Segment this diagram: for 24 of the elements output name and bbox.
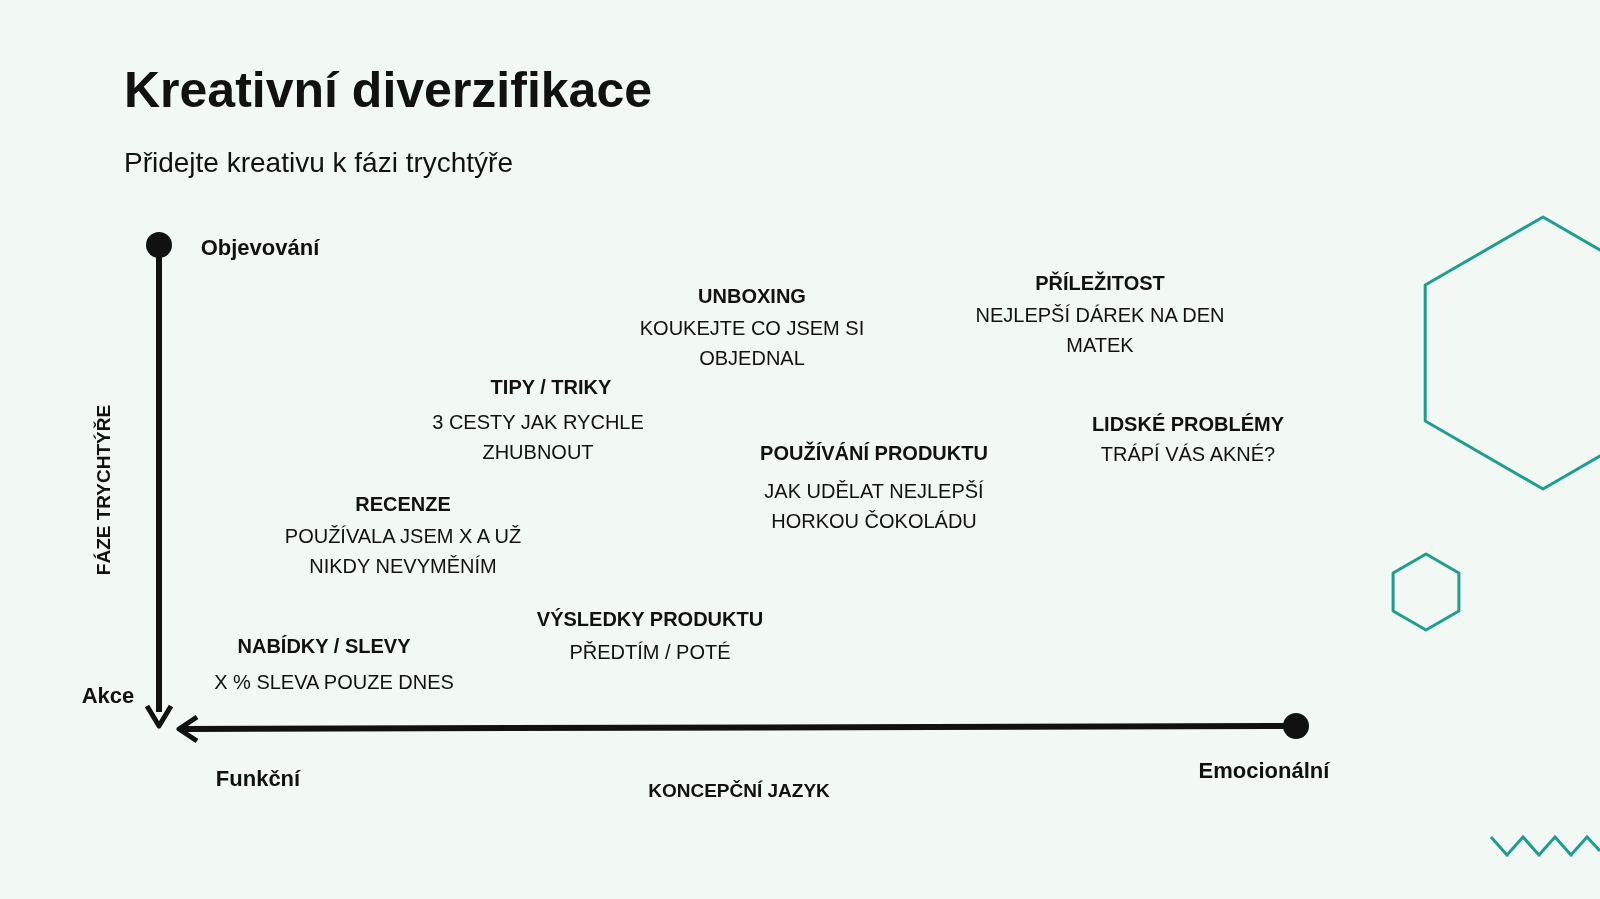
example-text: NEJLEPŠÍ DÁREK NA DEN MATEK [974,303,1226,358]
title: Kreativní diverzifikace [124,61,653,120]
category-heading: PŘÍLEŽITOST [1034,270,1166,296]
axis-title: KONCEPČNÍ JAZYK [647,779,831,803]
category-heading: LIDSKÉ PROBLÉMY [1090,412,1286,437]
subtitle: Přidejte kreativu k fázi trychtýře [124,146,514,180]
category-heading: POUŽÍVÁNÍ PRODUKTU [759,440,989,466]
category-heading: VÝSLEDKY PRODUKTU [535,607,765,632]
category-heading: RECENZE [354,492,452,517]
axis-label: Akce [80,682,136,710]
axis-label: Objevování [199,234,321,262]
example-text: 3 CESTY JAK RYCHLE ZHUBNOUT [431,410,645,465]
axis-label: Funkční [214,765,302,793]
example-text: POUŽÍVALA JSEM X A UŽ NIKDY NEVYMĚNÍM [283,524,523,579]
category-heading: TIPY / TRIKY [489,375,613,400]
category-heading: UNBOXING [697,284,807,309]
example-text: TRÁPÍ VÁS AKNÉ? [1099,442,1277,467]
axis-title: FÁZE TRYCHTÝŘE [92,404,115,576]
category-heading: NABÍDKY / SLEVY [236,634,412,659]
example-text: KOUKEJTE CO JSEM SI OBJEDNAL [638,316,866,371]
example-text: PŘEDTÍM / POTÉ [568,640,732,665]
example-text: X % SLEVA POUZE DNES [213,670,455,695]
example-text: JAK UDĚLAT NEJLEPŠÍ HORKOU ČOKOLÁDU [763,479,985,534]
axis-label: Emocionální [1197,757,1331,785]
